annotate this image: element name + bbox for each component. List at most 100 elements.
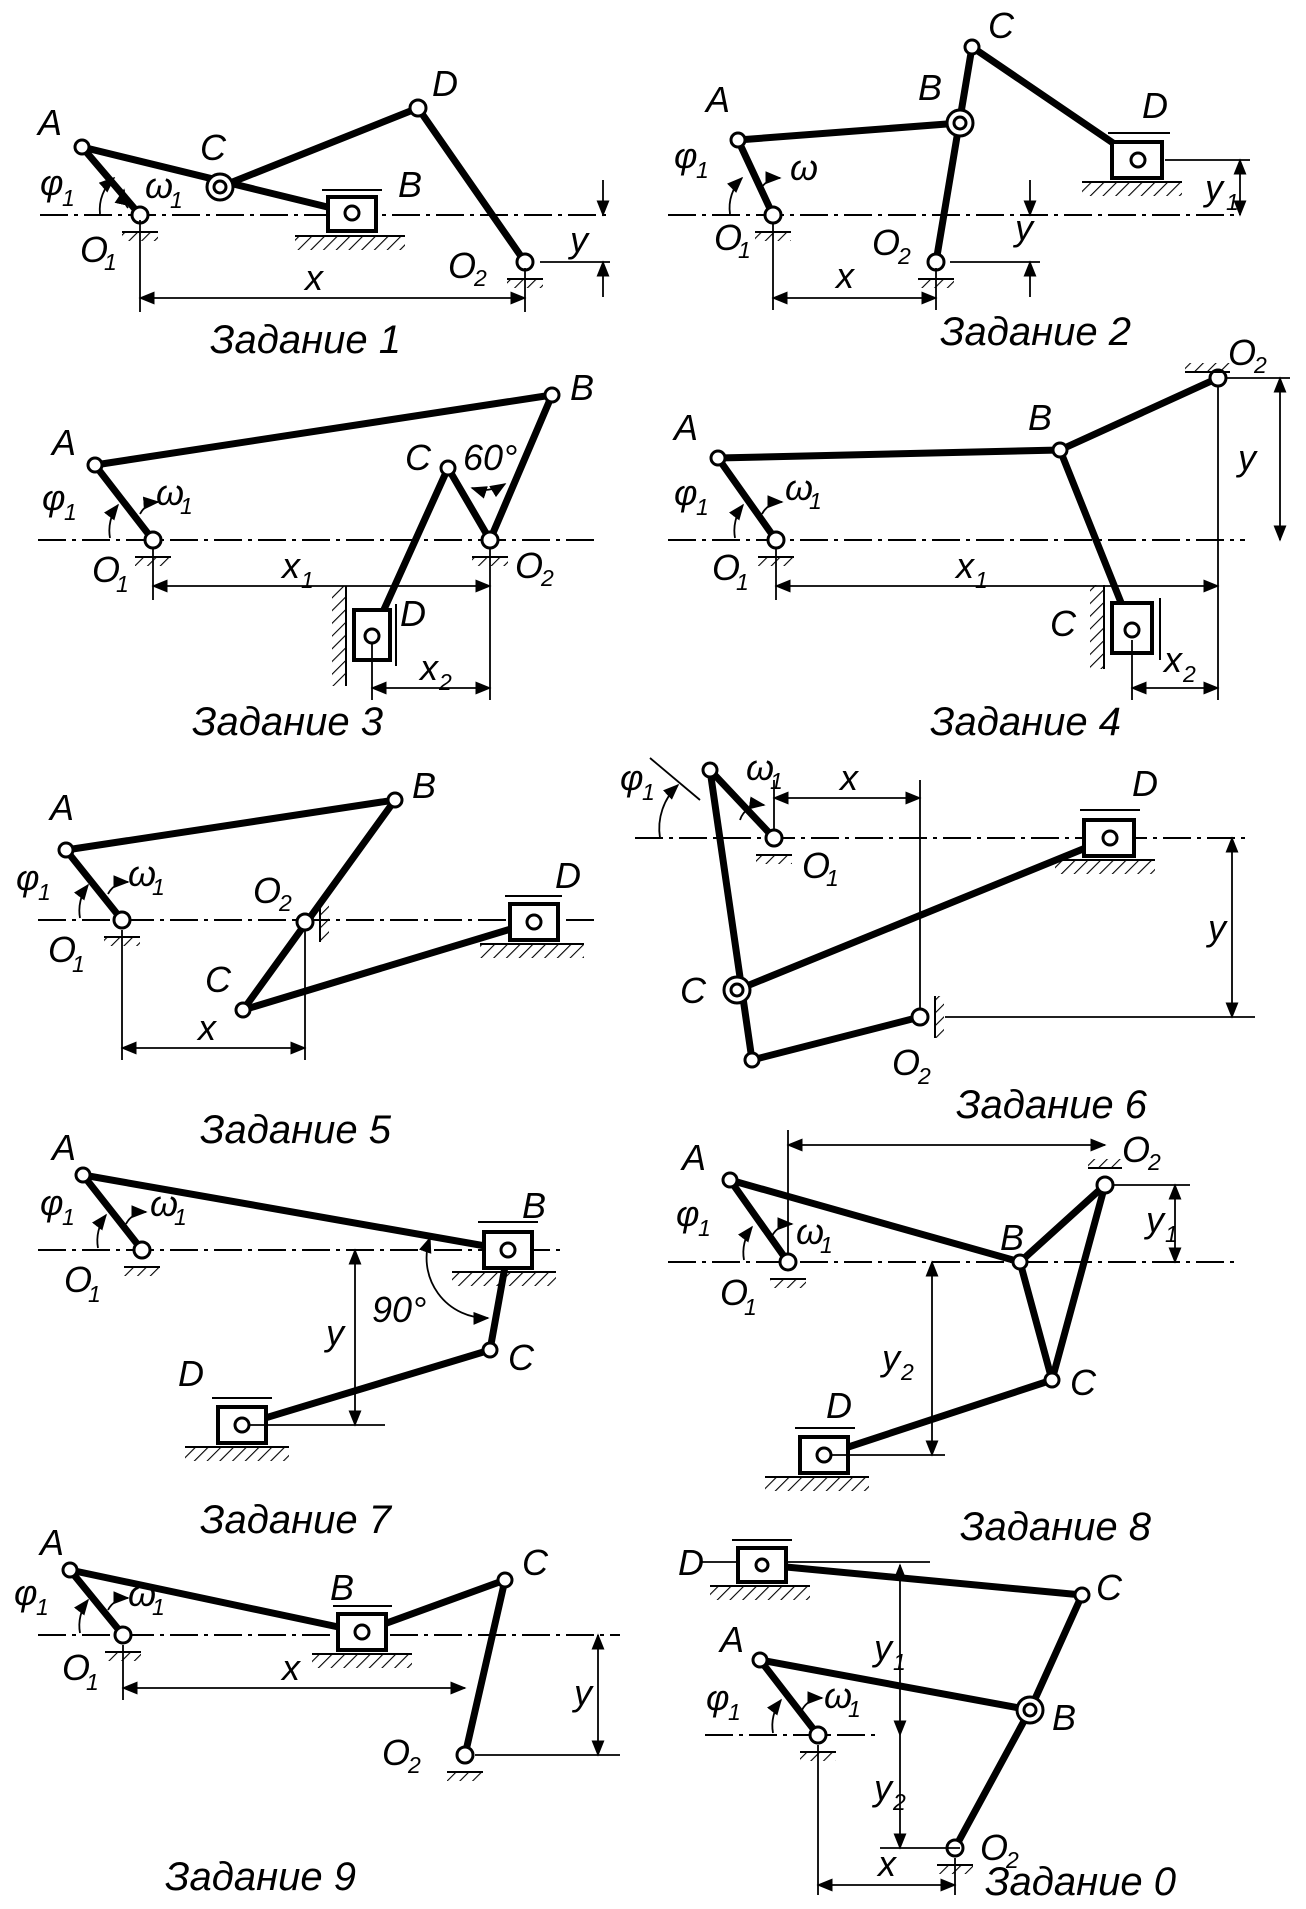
t2-label-c: C [988, 5, 1015, 46]
t9-label-phi-sub: 1 [36, 1594, 49, 1620]
t1-label-o2-sub: 2 [473, 265, 487, 291]
link-d-o2 [414, 104, 529, 266]
t5-label-c: C [205, 959, 232, 1000]
task-9-diagram [38, 1561, 620, 1781]
t3-label-omega-sub: 1 [180, 493, 193, 519]
task-4-caption: Задание 4 [930, 700, 1121, 744]
t6-label-o1: O [802, 845, 830, 886]
t8-label-phi: φ [676, 1193, 699, 1234]
t1-label-o1: O [80, 229, 108, 270]
t4-label-omega-sub: 1 [809, 488, 822, 514]
t9-label-omega-sub: 1 [152, 1594, 165, 1620]
t3-label-d: D [400, 593, 426, 634]
t6-label-o2: O [892, 1042, 920, 1083]
task-5-caption: Задание 5 [200, 1108, 392, 1152]
t4-label-x2-sub: 2 [1182, 661, 1196, 687]
t6-label-y: y [1205, 907, 1228, 948]
t2-label-o1-sub: 1 [738, 237, 751, 263]
t4-label-x1: x [954, 545, 976, 586]
t3-label-b: B [570, 367, 594, 408]
t8-label-omega: ω [796, 1211, 824, 1252]
t5-label-x: x [196, 1007, 218, 1048]
task-3-caption: Задание 3 [192, 700, 383, 744]
t8-label-c: C [1070, 1362, 1097, 1403]
t1-label-d: D [432, 63, 458, 104]
task-7-caption: Задание 7 [200, 1498, 393, 1542]
t7-label-y: y [323, 1312, 346, 1353]
t5-label-o2-sub: 2 [278, 890, 292, 916]
t6-label-phi: φ [620, 757, 643, 798]
t5-label-d: D [555, 855, 581, 896]
t9-label-omega: ω [128, 1573, 156, 1614]
t3-label-x2-sub: 2 [438, 669, 452, 695]
t4-label-o2: O [1228, 332, 1256, 373]
t8-label-o2: O [1122, 1129, 1150, 1170]
t5-label-omega: ω [128, 853, 156, 894]
task-4-diagram [668, 363, 1290, 700]
t0-label-o2: O [980, 1827, 1008, 1868]
t7-label-phi-sub: 1 [62, 1204, 75, 1230]
t1-label-phi-sub: 1 [62, 185, 75, 211]
t5-label-phi: φ [16, 857, 39, 898]
t2-label-y1-sub: 1 [1226, 189, 1239, 215]
t5-label-o1: O [48, 929, 76, 970]
t3-label-x1-sub: 1 [301, 567, 314, 593]
t8-label-y1-sub: 1 [1165, 1221, 1178, 1247]
t0-label-y1-sub: 1 [893, 1649, 906, 1675]
task-3-diagram [38, 386, 600, 700]
t6-label-omega-sub: 1 [770, 768, 783, 794]
task-8-diagram [668, 1130, 1240, 1491]
t0-label-c: C [1096, 1567, 1123, 1608]
t5-label-o2: O [253, 870, 281, 911]
t7-label-a: A [50, 1127, 76, 1168]
task-2-caption: Задание 2 [940, 310, 1131, 354]
t0-label-omega: ω [824, 1675, 852, 1716]
t2-label-o1: O [714, 217, 742, 258]
t2-label-phi: φ [674, 135, 697, 176]
t4-label-c: C [1050, 603, 1077, 644]
t8-label-o1: O [720, 1272, 748, 1313]
t3-label-o1: O [92, 549, 120, 590]
t7-label-phi: φ [40, 1182, 63, 1223]
t9-label-x: x [280, 1647, 302, 1688]
t2-label-y: y [1012, 207, 1035, 248]
t7-label-90: 90° [372, 1289, 426, 1330]
task-9-caption: Задание 9 [165, 1855, 356, 1899]
t1-label-a: A [36, 102, 62, 143]
t2-label-phi-sub: 1 [696, 157, 709, 183]
t3-label-o2: O [515, 545, 543, 586]
t7-label-c: C [508, 1337, 535, 1378]
t2-label-x: x [834, 255, 856, 296]
t0-label-y2: y [871, 1767, 894, 1808]
t8-label-y2: y [879, 1337, 902, 1378]
t0-label-d: D [678, 1542, 704, 1583]
t7-label-omega-sub: 1 [174, 1204, 187, 1230]
t6-label-d: D [1132, 763, 1158, 804]
t6-label-x: x [838, 757, 860, 798]
t0-label-o2-sub: 2 [1005, 1847, 1019, 1873]
t8-label-o2-sub: 2 [1147, 1149, 1161, 1175]
t8-label-a: A [680, 1137, 706, 1178]
t6-label-o1-sub: 1 [826, 865, 839, 891]
t9-label-o2-sub: 2 [407, 1752, 421, 1778]
t7-label-d: D [178, 1353, 204, 1394]
t1-label-x: x [303, 257, 325, 298]
t1-label-omega: ω [145, 165, 173, 206]
t2-label-a: A [704, 79, 730, 120]
task-6-diagram [635, 757, 1255, 1069]
t8-label-phi-sub: 1 [698, 1215, 711, 1241]
t8-label-b: B [1000, 1217, 1024, 1258]
t1-label-b: B [398, 164, 422, 205]
t5-label-a: A [48, 787, 74, 828]
t1-label-o2: O [448, 245, 476, 286]
t3-label-phi-sub: 1 [64, 499, 77, 525]
t4-label-x2: x [1162, 639, 1184, 680]
t2-label-b: B [918, 67, 942, 108]
t4-label-o1: O [712, 547, 740, 588]
t0-label-y1: y [871, 1627, 894, 1668]
t4-label-y: y [1235, 437, 1258, 478]
t6-label-phi-sub: 1 [642, 779, 655, 805]
task-1-caption: Задание 1 [210, 318, 401, 362]
t6-label-omega: ω [746, 747, 774, 788]
t0-label-a: A [718, 1619, 744, 1660]
